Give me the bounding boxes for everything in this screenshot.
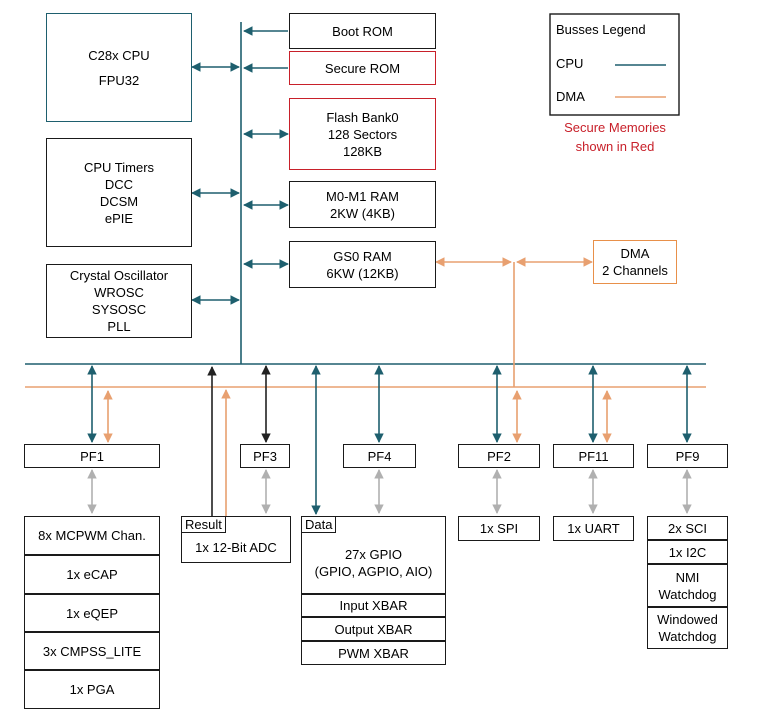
boot-rom-label: Boot ROM [332, 23, 393, 39]
boot-rom-block: Boot ROM [289, 13, 436, 49]
timers-line: DCC [104, 176, 134, 192]
windowed-watchdog-line: Windowed [657, 612, 718, 627]
pf1-peripheral: 1x PGA [24, 670, 160, 709]
dma-block: DMA 2 Channels [593, 240, 677, 284]
pf3-label: PF3 [253, 448, 277, 464]
gs0-ram-block: GS0 RAM 6KW (12KB) [289, 241, 436, 288]
m0m1-ram-block: M0-M1 RAM 2KW (4KB) [289, 181, 436, 228]
pf1-peripheral: 1x eCAP [24, 555, 160, 594]
spi-block: 1x SPI [458, 516, 540, 541]
legend-cpu-label: CPU [556, 56, 584, 71]
xbar-cell: Input XBAR [301, 594, 446, 617]
flash-line: 128 Sectors [327, 126, 398, 142]
nmi-watchdog-block: NMI Watchdog [647, 564, 728, 607]
pf2-label: PF2 [487, 448, 511, 464]
cpu-block: C28x CPU FPU32 [46, 13, 192, 122]
gpio-line: 27x GPIO [344, 547, 403, 562]
gpio-data-tag: Data [301, 516, 337, 533]
nmi-watchdog-line: Watchdog [658, 586, 717, 602]
pf3-frame: PF3 [240, 444, 290, 468]
nmi-watchdog-line: NMI [675, 569, 700, 585]
xbar-cell: Output XBAR [301, 617, 446, 641]
legend-title: Busses Legend [556, 22, 646, 37]
clock-line: WROSC [94, 285, 144, 300]
timers-line: ePIE [104, 210, 134, 226]
adc-result-tag: Result [181, 516, 226, 533]
gs0-line: 6KW (12KB) [326, 265, 399, 281]
fpu-label: FPU32 [98, 72, 140, 88]
pf1-frame: PF1 [24, 444, 160, 468]
m0m1-line: M0-M1 RAM [326, 188, 399, 204]
pf1-peripheral: 1x eQEP [24, 594, 160, 632]
pf9-label: PF9 [675, 448, 700, 464]
gpio-line: (GPIO, AGPIO, AIO) [314, 564, 433, 579]
pf11-frame: PF11 [553, 444, 634, 468]
m0m1-line: 2KW (4KB) [329, 205, 395, 221]
clock-line: Crystal Oscillator [69, 268, 169, 283]
flash-line: 128KB [342, 143, 383, 159]
uart-block: 1x UART [553, 516, 634, 541]
i2c-block: 1x I2C [647, 540, 728, 564]
timers-line: CPU Timers [83, 159, 155, 175]
clock-line: PLL [107, 319, 131, 334]
timers-block: CPU Timers DCC DCSM ePIE [46, 138, 192, 247]
secure-note-line: Secure Memories [564, 120, 666, 135]
secure-memories-note: Secure Memories shown in Red [545, 118, 685, 156]
clock-line: SYSOSC [91, 302, 147, 317]
pf4-frame: PF4 [343, 444, 416, 468]
pf4-label: PF4 [367, 448, 392, 464]
secure-rom-block: Secure ROM [289, 51, 436, 85]
pf9-frame: PF9 [647, 444, 728, 468]
secure-note-line: shown in Red [575, 139, 655, 154]
legend-dma-label: DMA [556, 89, 585, 104]
gs0-line: GS0 RAM [333, 248, 392, 264]
secure-rom-label: Secure ROM [324, 60, 401, 76]
adc-label: 1x 12-Bit ADC [195, 540, 277, 555]
pf11-label: PF11 [578, 448, 609, 464]
flash-bank-block: Flash Bank0 128 Sectors 128KB [289, 98, 436, 170]
sci-block: 2x SCI [647, 516, 728, 540]
cpu-core-label: C28x CPU [88, 47, 150, 63]
clock-block: Crystal Oscillator WROSC SYSOSC PLL [46, 264, 192, 338]
windowed-watchdog-block: Windowed Watchdog [647, 607, 728, 649]
flash-line: Flash Bank0 [326, 109, 399, 125]
pf1-peripheral: 8x MCPWM Chan. [24, 516, 160, 555]
pf1-peripheral: 3x CMPSS_LITE [24, 632, 160, 670]
windowed-watchdog-line: Watchdog [658, 629, 717, 644]
pf1-label: PF1 [80, 448, 104, 464]
dma-line: 2 Channels [602, 263, 668, 278]
xbar-cell: PWM XBAR [301, 641, 446, 665]
timers-line: DCSM [99, 193, 139, 209]
pf2-frame: PF2 [458, 444, 540, 468]
dma-line: DMA [620, 246, 650, 261]
